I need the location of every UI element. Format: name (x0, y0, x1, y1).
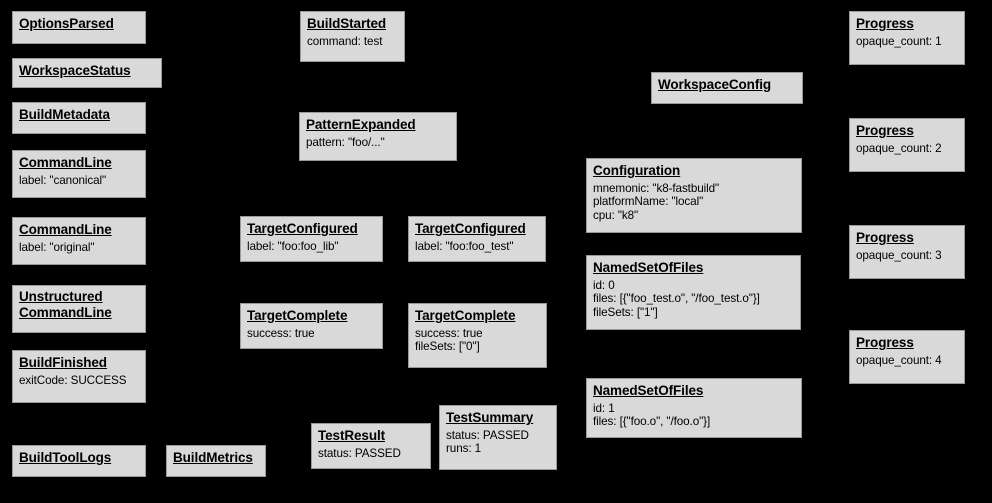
node-fields: command: test (307, 35, 399, 49)
node-field: exitCode: SUCCESS (19, 373, 127, 387)
node-build-metadata[interactable]: BuildMetadata (12, 102, 146, 134)
node-options-parsed[interactable]: OptionsParsed (12, 11, 146, 44)
node-field: status: PASSED (318, 446, 401, 460)
node-fields: status: PASSED (318, 447, 425, 461)
node-fields: label: "canonical" (19, 174, 140, 188)
node-title: TargetConfigured (415, 221, 526, 236)
node-workspace-config[interactable]: WorkspaceConfig (651, 72, 803, 104)
node-field: pattern: "foo/..." (306, 135, 385, 149)
node-fields: exitCode: SUCCESS (19, 374, 140, 388)
node-field: label: "foo:foo_test" (415, 239, 514, 253)
node-fields: label: "original" (19, 241, 140, 255)
node-field: mnemonic: "k8-fastbuild" (593, 181, 720, 195)
node-title: PatternExpanded (306, 117, 416, 132)
node-title: BuildFinished (19, 355, 107, 370)
node-title: Progress (856, 123, 914, 138)
node-title: TestSummary (446, 410, 534, 425)
node-pattern-expanded[interactable]: PatternExpanded pattern: "foo/..." (299, 112, 457, 161)
node-fields: opaque_count: 3 (856, 249, 959, 263)
node-target-configured-foo-lib[interactable]: TargetConfigured label: "foo:foo_lib" (240, 216, 383, 262)
node-field: success: true (415, 326, 483, 340)
node-field: id: 0 (593, 278, 615, 292)
node-build-tool-logs[interactable]: BuildToolLogs (12, 445, 146, 477)
node-build-metrics[interactable]: BuildMetrics (166, 445, 266, 477)
node-build-finished[interactable]: BuildFinished exitCode: SUCCESS (12, 350, 146, 403)
node-title: TargetComplete (415, 308, 516, 323)
node-title: BuildToolLogs (19, 450, 112, 465)
node-unstructured-command-line[interactable]: Unstructured CommandLine (12, 285, 146, 333)
node-field: label: "canonical" (19, 173, 107, 187)
node-progress-1[interactable]: Progress opaque_count: 1 (849, 11, 965, 65)
node-fields: label: "foo:foo_lib" (247, 240, 377, 254)
node-fields: opaque_count: 1 (856, 35, 959, 49)
node-fields: label: "foo:foo_test" (415, 240, 540, 254)
node-fields: mnemonic: "k8-fastbuild"platformName: "l… (593, 182, 796, 223)
node-field: opaque_count: 3 (856, 248, 942, 262)
node-field: status: PASSED (446, 428, 529, 442)
node-build-started[interactable]: BuildStarted command: test (300, 11, 405, 62)
node-title: OptionsParsed (19, 16, 114, 31)
node-test-result[interactable]: TestResult status: PASSED (311, 423, 431, 469)
node-title: BuildStarted (307, 16, 387, 31)
node-fields: opaque_count: 2 (856, 142, 959, 156)
node-title: WorkspaceStatus (19, 63, 131, 78)
node-title: BuildMetadata (19, 107, 110, 122)
node-progress-4[interactable]: Progress opaque_count: 4 (849, 330, 965, 384)
node-title: Unstructured CommandLine (19, 289, 112, 320)
node-title: NamedSetOfFiles (593, 260, 704, 275)
node-field: success: true (247, 326, 315, 340)
node-field: files: [{"foo_test.o", "/foo_test.o"}] (593, 292, 760, 306)
node-title: WorkspaceConfig (658, 77, 772, 92)
node-field: fileSets: ["0"] (415, 340, 480, 354)
node-field: fileSets: ["1"] (593, 305, 658, 319)
node-configuration[interactable]: Configuration mnemonic: "k8-fastbuild"pla… (586, 158, 802, 233)
node-field: label: "foo:foo_lib" (247, 239, 339, 253)
node-field: platformName: "local" (593, 195, 704, 209)
node-title: NamedSetOfFiles (593, 383, 704, 398)
node-field: command: test (307, 34, 383, 48)
node-field: runs: 1 (446, 442, 482, 456)
node-field: opaque_count: 1 (856, 34, 942, 48)
node-field: opaque_count: 2 (856, 141, 942, 155)
node-field: id: 1 (593, 401, 615, 415)
node-command-line-original[interactable]: CommandLine label: "original" (12, 217, 146, 265)
node-title: TestResult (318, 428, 386, 443)
node-progress-3[interactable]: Progress opaque_count: 3 (849, 225, 965, 279)
node-title: Progress (856, 230, 914, 245)
node-title: Progress (856, 335, 914, 350)
node-command-line-canonical[interactable]: CommandLine label: "canonical" (12, 150, 146, 198)
node-title: CommandLine (19, 155, 112, 170)
node-title: BuildMetrics (173, 450, 253, 465)
node-field: cpu: "k8" (593, 208, 639, 222)
node-field: files: [{"foo.o", "/foo.o"}] (593, 415, 711, 429)
node-fields: opaque_count: 4 (856, 354, 959, 368)
node-title: Configuration (593, 163, 681, 178)
node-progress-2[interactable]: Progress opaque_count: 2 (849, 118, 965, 172)
node-field: label: "original" (19, 240, 95, 254)
node-target-complete-lib[interactable]: TargetComplete success: true (240, 303, 383, 349)
node-target-configured-foo-test[interactable]: TargetConfigured label: "foo:foo_test" (408, 216, 546, 262)
node-title: TargetConfigured (247, 221, 358, 236)
node-title: Progress (856, 16, 914, 31)
node-fields: success: true (247, 327, 377, 341)
node-fields: pattern: "foo/..." (306, 136, 451, 150)
node-title: CommandLine (19, 222, 112, 237)
node-workspace-status[interactable]: WorkspaceStatus (12, 58, 162, 88)
node-title: TargetComplete (247, 308, 348, 323)
node-field: opaque_count: 4 (856, 353, 942, 367)
